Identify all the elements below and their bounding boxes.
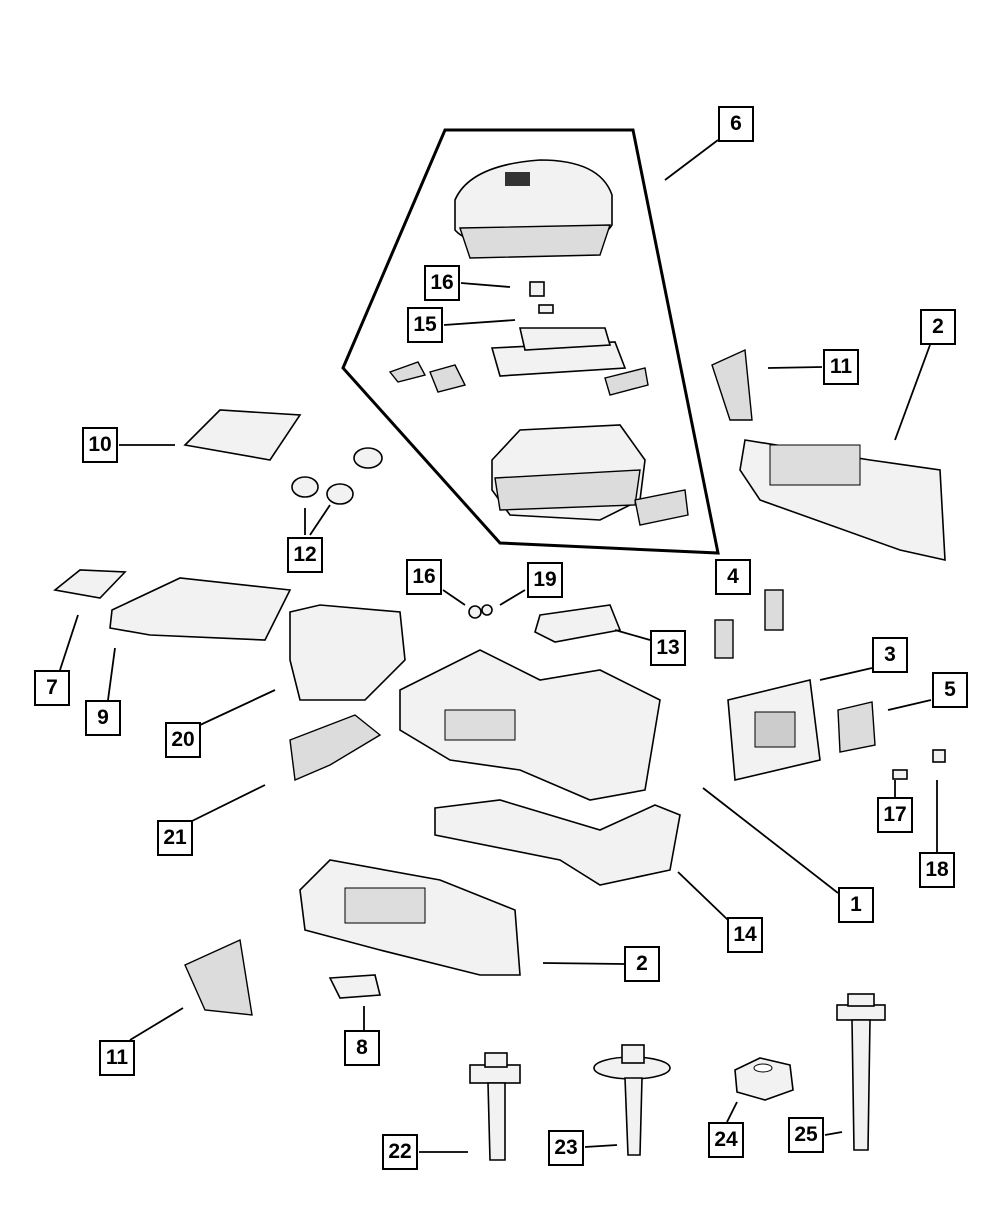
callout-17: 17 [877,797,913,833]
callout-7: 7 [34,670,70,706]
callout-19: 19 [527,562,563,598]
callout-22: 22 [382,1134,418,1170]
callout-6: 6 [718,106,754,142]
callout-12: 12 [287,537,323,573]
callout-11b: 11 [99,1040,135,1076]
armrest-lid [454,159,613,259]
end-cap-left [184,938,253,1016]
callout-8: 8 [344,1030,380,1066]
console-base-1 [399,649,661,801]
callout-24: 24 [708,1122,744,1158]
callout-3: 3 [872,637,908,673]
bezel-10 [183,409,302,461]
armrest-bin [491,424,646,521]
bracket-21 [289,714,382,782]
plug-17-18 [892,749,946,780]
end-cap-right [711,348,753,421]
callout-2: 2 [920,309,956,345]
shifter-20 [289,604,406,701]
callout-20: 20 [165,722,201,758]
callout-15: 15 [407,307,443,343]
armrest-group-outline [341,128,720,555]
tray-7 [53,569,127,599]
callout-13: 13 [650,630,686,666]
bezel-9 [109,577,292,641]
callout-16b: 16 [406,559,442,595]
nut-24 [734,1057,794,1101]
switch-5 [837,701,876,753]
patch-8 [328,974,382,999]
callout-23: 23 [548,1130,584,1166]
small-pin-15 [538,304,554,314]
bolt-25 [836,993,886,1151]
small-clip-16-top [529,281,545,297]
side-panel-right [739,439,946,562]
latch-parts [388,361,649,396]
callout-25: 25 [788,1117,824,1153]
cup-holder-inserts [291,447,383,505]
callout-21: 21 [157,820,193,856]
callout-2b: 2 [624,946,660,982]
side-panel-left [299,859,521,976]
bracket-right [634,489,689,526]
leader-lines [59,139,938,1153]
hinge-plate [490,327,627,377]
callout-1: 1 [838,887,874,923]
callout-16: 16 [424,265,460,301]
callout-4: 4 [715,559,751,595]
switch-4 [714,589,784,659]
callout-14: 14 [727,917,763,953]
clip-16-mid [468,604,493,619]
callout-11: 11 [823,349,859,385]
bolt-23 [593,1044,671,1156]
callout-18: 18 [919,852,955,888]
callout-5: 5 [932,672,968,708]
mat-13 [534,604,622,643]
bracket-14 [434,799,681,886]
bezel-3 [727,679,821,781]
bolt-22 [469,1052,521,1161]
callout-9: 9 [85,700,121,736]
callout-10: 10 [82,427,118,463]
